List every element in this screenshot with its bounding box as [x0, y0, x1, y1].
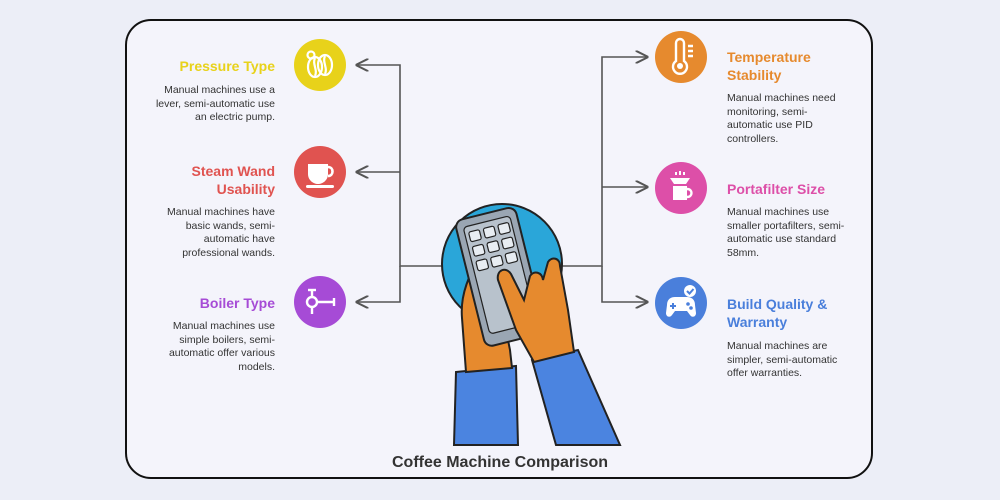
- build-quality-warranty-desc: Manual machines are simpler, semi-automa…: [727, 340, 838, 379]
- steam-wand-usability-icon: [294, 146, 346, 198]
- build-quality-warranty-title: Build Quality & Warranty: [727, 296, 828, 330]
- build-quality-warranty-icon: [655, 277, 707, 329]
- portafilter-size-title: Portafilter Size: [727, 181, 826, 197]
- pressure-type-title: Pressure Type: [179, 58, 275, 74]
- steam-wand-usability-title: Steam Wand Usability: [191, 163, 276, 197]
- boiler-valve-icon: [305, 288, 336, 314]
- portafilter-size-desc: Manual machines use smaller portafilters…: [727, 206, 845, 259]
- portafilter-icon: [670, 171, 693, 200]
- pressure-type-desc: Manual machines use a lever, semi-automa…: [155, 84, 275, 123]
- boiler-type-title: Boiler Type: [199, 295, 275, 311]
- coffee-cup-icon: [306, 164, 334, 188]
- coffee-beans-icon: [306, 50, 334, 79]
- portafilter-size-icon: [655, 162, 707, 214]
- page-title: Coffee Machine Comparison: [391, 454, 609, 471]
- boiler-type-icon: [294, 276, 346, 328]
- temperature-stability-icon: [655, 31, 707, 83]
- calculator-hand-illustration: [441, 203, 622, 446]
- temperature-stability-title: Temperature Stability: [727, 49, 811, 83]
- steam-wand-usability-desc: Manual machines have basic wands, semi-a…: [167, 206, 275, 259]
- boiler-type-desc: Manual machines use simple boilers, semi…: [168, 320, 275, 373]
- thermometer-icon: [671, 37, 693, 75]
- gamepad-check-icon: [666, 285, 696, 317]
- pressure-type-icon: [294, 39, 346, 91]
- temperature-stability-desc: Manual machines need monitoring, semi-au…: [727, 92, 836, 145]
